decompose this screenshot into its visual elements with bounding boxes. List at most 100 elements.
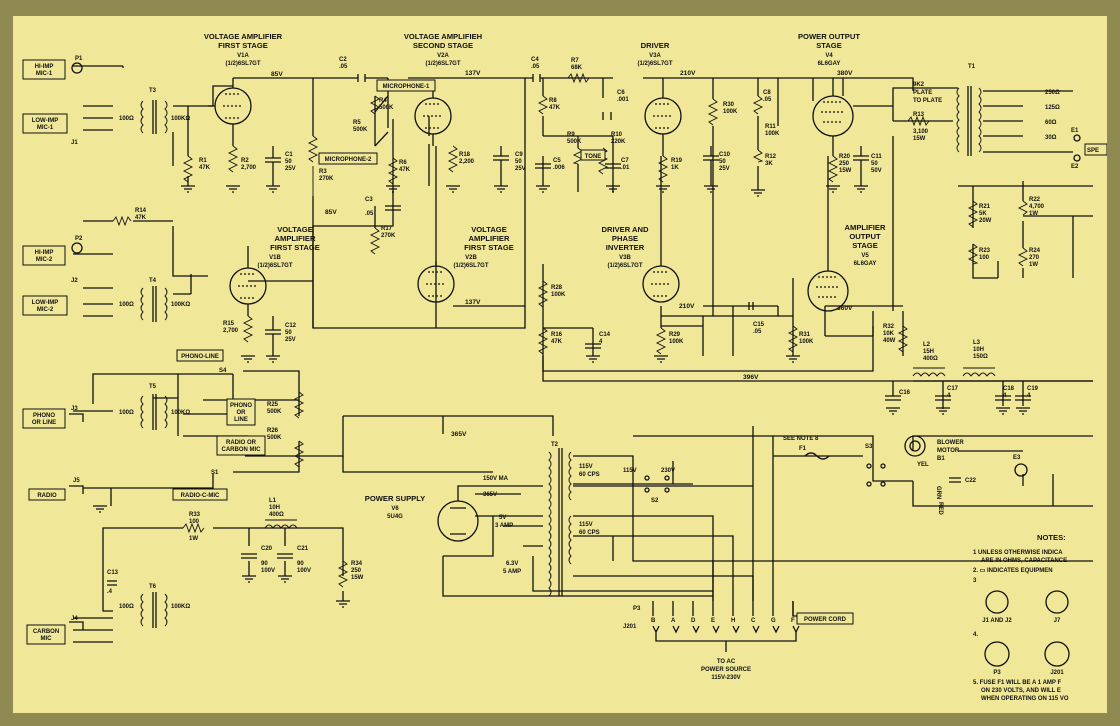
- svg-text:R12: R12: [765, 154, 777, 160]
- svg-text:1 UNLESS OTHERWISE INDICA: 1 UNLESS OTHERWISE INDICA: [973, 550, 1063, 556]
- svg-text:T3: T3: [149, 88, 157, 94]
- svg-text:10H: 10H: [269, 505, 280, 511]
- svg-text:J4: J4: [71, 616, 78, 622]
- schematic-sheet: VOLTAGE AMPLIFIER FIRST STAGE V1A (1/2)6…: [13, 16, 1107, 713]
- transformer-t3: 100Ω 100KΩ T3: [119, 88, 190, 134]
- svg-text:40W: 40W: [883, 338, 896, 344]
- svg-text:500K: 500K: [267, 409, 282, 415]
- svg-text:47K: 47K: [135, 215, 147, 221]
- input-jacks: P1 P2 J1 J2 J3 J4 J5: [69, 56, 84, 630]
- svg-text:AMPLIFIER: AMPLIFIER: [469, 234, 510, 243]
- phono-or-line-label: PHONO OR LINE: [22, 408, 66, 429]
- carbon-mic-label: CARBON MIC: [26, 624, 66, 645]
- svg-text:115V: 115V: [579, 522, 593, 528]
- svg-text:50V: 50V: [871, 168, 882, 174]
- microphone1-label: MICROPHONE-1: [376, 79, 436, 92]
- svg-text:C6: C6: [617, 90, 625, 96]
- svg-text:V4: V4: [825, 53, 833, 59]
- svg-text:C19: C19: [1027, 386, 1039, 392]
- svg-text:RADIO-C-MIC: RADIO-C-MIC: [181, 493, 220, 499]
- svg-text:YEL: YEL: [917, 462, 929, 468]
- power-cord-label: POWER CORD: [796, 612, 854, 625]
- svg-text:LOW-IMP: LOW-IMP: [32, 118, 59, 124]
- svg-text:125Ω: 125Ω: [1045, 105, 1060, 111]
- svg-text:.05: .05: [531, 64, 540, 70]
- svg-text:SEE NOTE 8: SEE NOTE 8: [783, 436, 819, 442]
- svg-text:396V: 396V: [743, 374, 759, 381]
- svg-text:270K: 270K: [381, 233, 396, 239]
- svg-text:LINE: LINE: [234, 417, 248, 423]
- tube-v2a: [414, 86, 452, 146]
- svg-text:50: 50: [285, 330, 292, 336]
- svg-text:S2: S2: [651, 498, 659, 504]
- svg-text:4: 4: [947, 393, 951, 399]
- svg-text:R17: R17: [381, 226, 393, 232]
- svg-text:100K: 100K: [669, 339, 684, 345]
- svg-text:100KΩ: 100KΩ: [171, 116, 190, 122]
- resistors: [112, 72, 1029, 588]
- svg-text:4: 4: [1027, 393, 1031, 399]
- fuse-f1: SEE NOTE 8 F1: [783, 436, 830, 460]
- svg-text:250: 250: [351, 568, 362, 574]
- svg-text:100: 100: [979, 255, 990, 261]
- plug-p3-j201: P3 J201 B A D E H C G F TO AC POWER SOUR…: [623, 606, 800, 681]
- svg-text:R5: R5: [353, 120, 361, 126]
- svg-text:DRIVER AND: DRIVER AND: [602, 225, 649, 234]
- svg-text:270K: 270K: [319, 176, 334, 182]
- tube-v1a: [208, 78, 252, 146]
- svg-text:(1/2)6SL7GT: (1/2)6SL7GT: [425, 61, 460, 67]
- svg-text:J5: J5: [73, 478, 80, 484]
- svg-text:47K: 47K: [399, 167, 411, 173]
- svg-text:210V: 210V: [679, 303, 695, 310]
- svg-text:HI-IMP: HI-IMP: [35, 64, 54, 70]
- svg-text:J7: J7: [1054, 618, 1061, 624]
- svg-text:POWER SOURCE: POWER SOURCE: [701, 667, 751, 673]
- svg-text:AMPLIFIER: AMPLIFIER: [275, 234, 316, 243]
- svg-text:.05: .05: [365, 211, 374, 217]
- svg-text:100Ω: 100Ω: [119, 410, 134, 416]
- tube-v6: [437, 485, 479, 542]
- svg-text:365V: 365V: [483, 492, 497, 498]
- tube-v3a: [644, 78, 682, 156]
- transformer-t4: 100Ω 100KΩ T4: [119, 278, 190, 322]
- svg-text:4,700: 4,700: [1029, 204, 1045, 210]
- svg-text:ON 230 VOLTS, AND WILL E: ON 230 VOLTS, AND WILL E: [981, 688, 1061, 694]
- svg-text:210V: 210V: [680, 70, 696, 77]
- svg-text:15W: 15W: [839, 168, 852, 174]
- stage-title-v3a: DRIVER V3A (1/2)6SL7GT: [637, 41, 672, 67]
- svg-text:C1: C1: [285, 152, 293, 158]
- svg-text:R6: R6: [399, 160, 407, 166]
- svg-text:4: 4: [1003, 393, 1007, 399]
- svg-text:137V: 137V: [465, 70, 481, 77]
- svg-text:C13: C13: [107, 570, 119, 576]
- svg-text:R9: R9: [567, 132, 575, 138]
- svg-text:R21: R21: [979, 204, 991, 210]
- svg-text:9K2: 9K2: [913, 82, 925, 88]
- svg-text:WHEN OPERATING ON 115 VO: WHEN OPERATING ON 115 VO: [981, 696, 1069, 702]
- svg-text:FIRST STAGE: FIRST STAGE: [464, 243, 514, 252]
- svg-text:RADIO: RADIO: [37, 493, 57, 499]
- svg-text:250: 250: [839, 161, 850, 167]
- svg-text:.05: .05: [339, 64, 348, 70]
- svg-text:220K: 220K: [611, 139, 626, 145]
- svg-text:30Ω: 30Ω: [1045, 135, 1057, 141]
- svg-text:R7: R7: [571, 58, 579, 64]
- svg-text:60Ω: 60Ω: [1045, 120, 1057, 126]
- low-imp-mic2-label: LOW-IMP MIC-2: [22, 295, 68, 316]
- transformer-t1: T1 250Ω 125Ω 60Ω 30Ω: [956, 64, 1073, 156]
- svg-text:L3: L3: [973, 340, 981, 346]
- svg-text:20W: 20W: [979, 218, 992, 224]
- svg-text:5K: 5K: [979, 211, 987, 217]
- microphone2-label: MICROPHONE-2: [318, 152, 378, 165]
- svg-text:400Ω: 400Ω: [923, 356, 938, 362]
- svg-text:R15: R15: [223, 321, 235, 327]
- radio-c-mic-label: RADIO-C-MIC S1: [172, 470, 228, 501]
- svg-text:.001: .001: [617, 97, 629, 103]
- svg-text:90: 90: [261, 561, 268, 567]
- svg-text:PLATE: PLATE: [913, 90, 932, 96]
- svg-text:10H: 10H: [973, 347, 984, 353]
- stage-title-v1a: VOLTAGE AMPLIFIER FIRST STAGE V1A (1/2)6…: [204, 32, 283, 67]
- svg-text:H: H: [731, 618, 735, 624]
- svg-text:PHONO-LINE: PHONO-LINE: [181, 354, 219, 360]
- svg-text:PHASE: PHASE: [612, 234, 638, 243]
